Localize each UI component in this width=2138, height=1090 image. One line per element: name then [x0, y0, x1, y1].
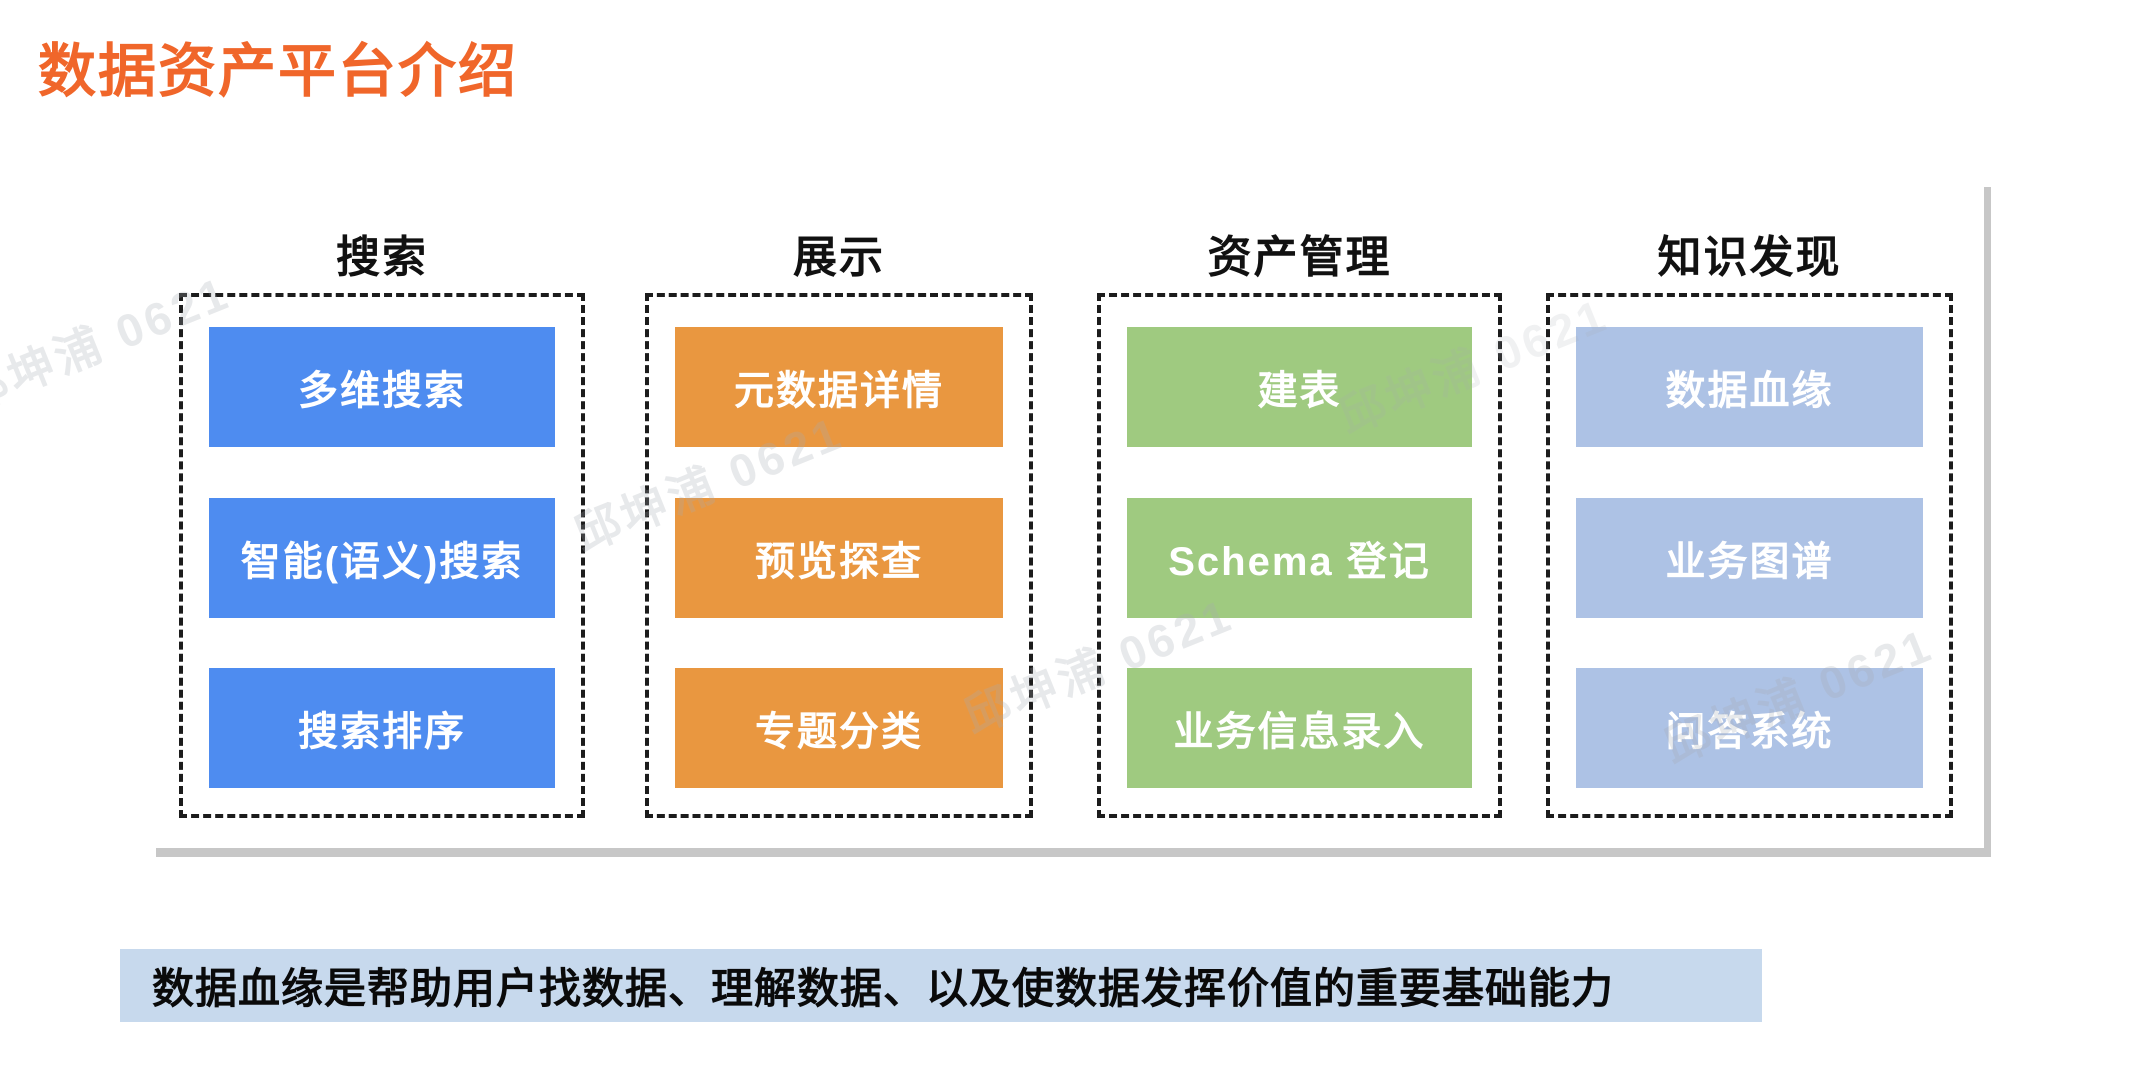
block-qa-system: 问答系统 — [1576, 668, 1923, 788]
block-data-lineage: 数据血缘 — [1576, 327, 1923, 447]
block-preview-explore: 预览探查 — [675, 497, 1003, 618]
column-header-display: 展示 — [793, 232, 885, 282]
block-business-graph: 业务图谱 — [1576, 497, 1923, 618]
block-metadata-detail: 元数据详情 — [675, 327, 1003, 447]
column-search: 搜索 多维搜索 智能(语义)搜索 搜索排序 — [179, 212, 585, 818]
block-semantic-search: 智能(语义)搜索 — [209, 497, 555, 618]
block-business-info-entry: 业务信息录入 — [1127, 668, 1472, 788]
block-multidim-search: 多维搜索 — [209, 327, 555, 447]
column-asset-management: 资产管理 建表 Schema 登记 业务信息录入 — [1097, 212, 1502, 818]
block-schema-register: Schema 登记 — [1127, 497, 1472, 618]
dashed-box-knowledge-discovery: 数据血缘 业务图谱 问答系统 — [1546, 293, 1953, 818]
footnote-highlight: 数据血缘是帮助用户找数据、理解数据、以及使数据发挥价值的重要基础能力 — [120, 949, 1762, 1022]
page-title: 数据资产平台介绍 — [38, 39, 519, 104]
column-header-search: 搜索 — [336, 232, 428, 282]
column-display: 展示 元数据详情 预览探查 专题分类 — [645, 212, 1033, 818]
block-search-ranking: 搜索排序 — [209, 668, 555, 788]
dashed-box-display: 元数据详情 预览探查 专题分类 — [645, 293, 1033, 818]
column-header-asset-management: 资产管理 — [1207, 232, 1392, 282]
column-header-knowledge-discovery: 知识发现 — [1657, 232, 1842, 282]
dashed-box-search: 多维搜索 智能(语义)搜索 搜索排序 — [179, 293, 585, 818]
block-topic-category: 专题分类 — [675, 668, 1003, 788]
column-knowledge-discovery: 知识发现 数据血缘 业务图谱 问答系统 — [1546, 212, 1953, 818]
dashed-box-asset-management: 建表 Schema 登记 业务信息录入 — [1097, 293, 1502, 818]
block-create-table: 建表 — [1127, 327, 1472, 447]
panel-shadow — [156, 187, 1991, 857]
